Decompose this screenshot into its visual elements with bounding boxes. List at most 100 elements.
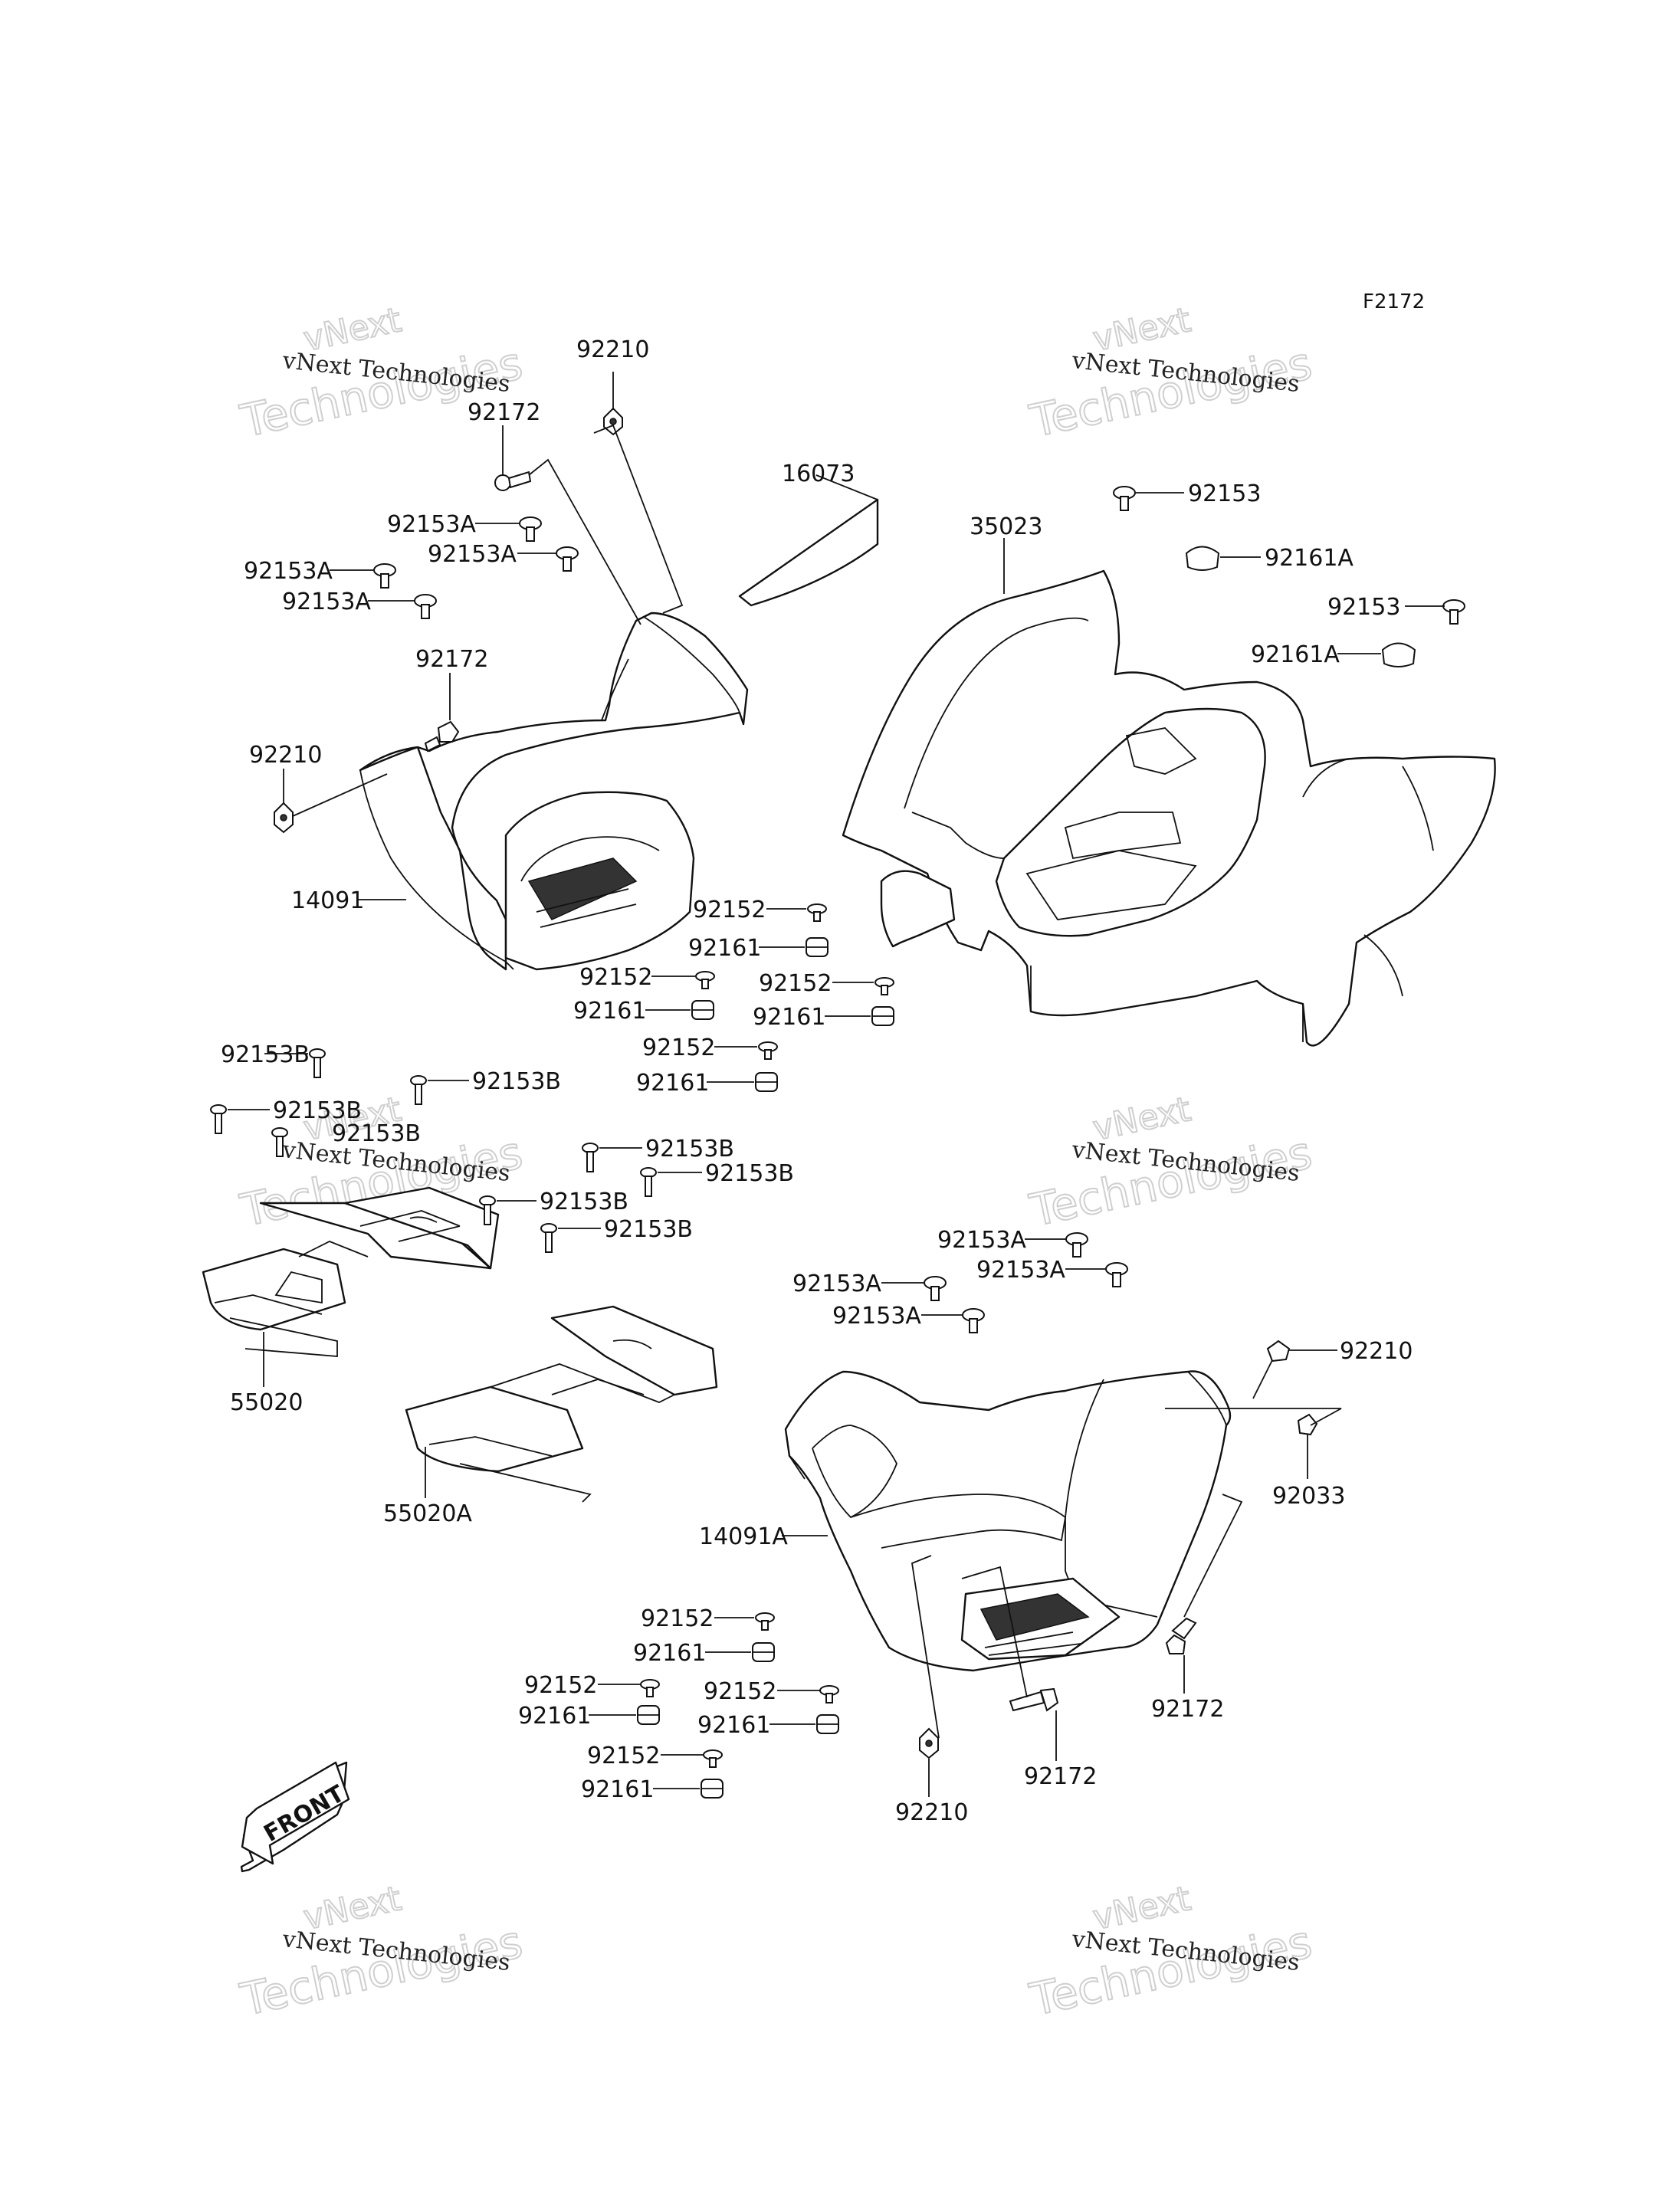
screw-92153a-r3 xyxy=(1105,1262,1128,1287)
bolt-92153b-6 xyxy=(640,1167,657,1197)
footrest-55020 xyxy=(202,1186,500,1357)
grommet-92161a-2 xyxy=(1381,642,1416,667)
callout-92210-bottom: 92210 xyxy=(895,1799,968,1826)
callout-92033: 92033 xyxy=(1272,1483,1345,1510)
callout-92152-c2: 92152 xyxy=(579,964,652,991)
clip-92033 xyxy=(1297,1413,1318,1436)
callout-92153b-6: 92153B xyxy=(705,1160,794,1187)
callout-92152-c4: 92152 xyxy=(642,1035,715,1061)
bolt-92153b-4 xyxy=(271,1127,288,1157)
grommet-92161-c4 xyxy=(755,1072,778,1092)
screw-92152-b3 xyxy=(819,1685,839,1703)
callout-14091a: 14091A xyxy=(699,1523,788,1550)
screw-92152-b4 xyxy=(703,1749,723,1768)
grommet-92161a-1 xyxy=(1185,546,1220,571)
watermark-bottom-right: vNext Technologies vNext Technologies xyxy=(1025,1878,1317,2027)
callout-92161-b3: 92161 xyxy=(697,1712,770,1739)
screw-92152-c4 xyxy=(758,1041,778,1060)
callout-92210-left: 92210 xyxy=(249,742,322,769)
clip-92210-left xyxy=(274,802,294,834)
screw-92153a-4 xyxy=(414,594,437,619)
screw-92152-b2 xyxy=(640,1679,660,1697)
screw-92153a-2 xyxy=(556,546,579,572)
callout-92172-bottom: 92172 xyxy=(1024,1763,1097,1790)
watermark-bottom-left: vNext Technologies vNext Technologies xyxy=(235,1878,528,2027)
front-fender-right-14091a xyxy=(784,1370,1232,1672)
callout-92152-b4: 92152 xyxy=(587,1743,660,1769)
bolt-92172-top xyxy=(494,471,532,491)
rear-fender-35023 xyxy=(842,569,1496,1047)
callout-92161-c4: 92161 xyxy=(636,1070,709,1097)
callout-92152-b3: 92152 xyxy=(704,1678,776,1705)
screw-92152-c3 xyxy=(874,977,894,995)
callout-92161-c1: 92161 xyxy=(688,935,761,962)
callout-16073: 16073 xyxy=(782,461,855,487)
callout-92161a-right: 92161A xyxy=(1251,641,1340,668)
clip-92210-right xyxy=(1266,1340,1291,1362)
callout-55020: 55020 xyxy=(230,1389,303,1416)
callout-92172-top: 92172 xyxy=(468,399,540,426)
screw-92153a-r2 xyxy=(924,1276,947,1301)
callout-92153-right: 92153 xyxy=(1327,594,1400,621)
callout-92210-right: 92210 xyxy=(1340,1338,1413,1365)
callout-labels: 92210 92172 16073 35023 92153 92161A 921… xyxy=(221,336,1413,1826)
screw-92153a-3 xyxy=(373,563,396,589)
callout-92161-c3: 92161 xyxy=(753,1004,825,1031)
callout-92153a-r2: 92153A xyxy=(792,1271,881,1297)
callout-92152-b1: 92152 xyxy=(641,1605,714,1632)
grommet-92161-c1 xyxy=(806,937,829,957)
watermark-mid-right: vNext Technologies vNext Technologies xyxy=(1025,1089,1317,1238)
bolt-92153b-1 xyxy=(309,1048,326,1078)
grommet-92161-c3 xyxy=(871,1006,894,1026)
grommet-92161-c2 xyxy=(691,1000,714,1020)
watermark-top-right: vNext Technologies vNext Technologies xyxy=(1025,300,1317,448)
footrest-55020a xyxy=(405,1305,718,1503)
callout-92152-c1: 92152 xyxy=(693,897,766,923)
grommet-92161-b1 xyxy=(752,1642,775,1662)
callout-55020a: 55020A xyxy=(383,1500,472,1527)
callout-92161-c2: 92161 xyxy=(573,998,646,1025)
callout-92153b-8: 92153B xyxy=(604,1216,693,1243)
callout-92152-b2: 92152 xyxy=(524,1672,597,1699)
clip-92210-top xyxy=(603,407,623,436)
bolt-92153b-8 xyxy=(540,1223,557,1253)
callout-92153b-7: 92153B xyxy=(540,1189,628,1215)
leader-lines xyxy=(228,372,1445,1797)
grommet-92161-b3 xyxy=(816,1714,839,1734)
bolt-92172-mid xyxy=(424,720,460,753)
grommet-92161-b4 xyxy=(701,1779,724,1799)
bolt-92153b-7 xyxy=(479,1195,496,1225)
screw-92153a-r1 xyxy=(1065,1232,1088,1258)
front-direction-arrow: FRONT xyxy=(240,1761,350,1873)
bolt-92153b-5 xyxy=(582,1143,599,1172)
bolt-92172-right xyxy=(1165,1617,1197,1654)
screw-92152-c1 xyxy=(807,903,827,922)
callout-92153a-r1: 92153A xyxy=(937,1227,1026,1254)
callout-92153a-l4: 92153A xyxy=(282,589,371,615)
bolt-92153b-2 xyxy=(410,1075,427,1105)
front-fender-left-14091 xyxy=(359,612,749,971)
callout-92172-mid: 92172 xyxy=(415,646,488,673)
callout-92172-right: 92172 xyxy=(1151,1696,1224,1723)
callout-92210-top: 92210 xyxy=(576,336,649,363)
callout-92153b-5: 92153B xyxy=(645,1136,734,1162)
callout-92153b-3: 92153B xyxy=(273,1097,362,1124)
callout-35023: 35023 xyxy=(970,513,1042,540)
callout-92153b-1: 92153B xyxy=(221,1041,310,1068)
grommet-92161-b2 xyxy=(637,1705,660,1725)
callout-92153a-l2: 92153A xyxy=(428,541,517,568)
emblem-16073 xyxy=(738,498,879,607)
screw-92153a-1 xyxy=(519,516,542,542)
callout-92161a-top: 92161A xyxy=(1265,545,1354,572)
screw-92153-top xyxy=(1113,486,1136,511)
callout-92153b-2: 92153B xyxy=(472,1068,561,1095)
clip-92210-bottom xyxy=(919,1727,939,1759)
callout-92153a-r4: 92153A xyxy=(832,1303,921,1330)
screw-92152-b1 xyxy=(755,1612,775,1631)
screw-92153-right xyxy=(1442,599,1465,625)
screw-92153a-r4 xyxy=(962,1308,985,1333)
callout-92153b-4: 92153B xyxy=(332,1120,421,1147)
callout-92153a-l1: 92153A xyxy=(387,511,476,538)
figure-code: F2172 xyxy=(1363,290,1425,313)
